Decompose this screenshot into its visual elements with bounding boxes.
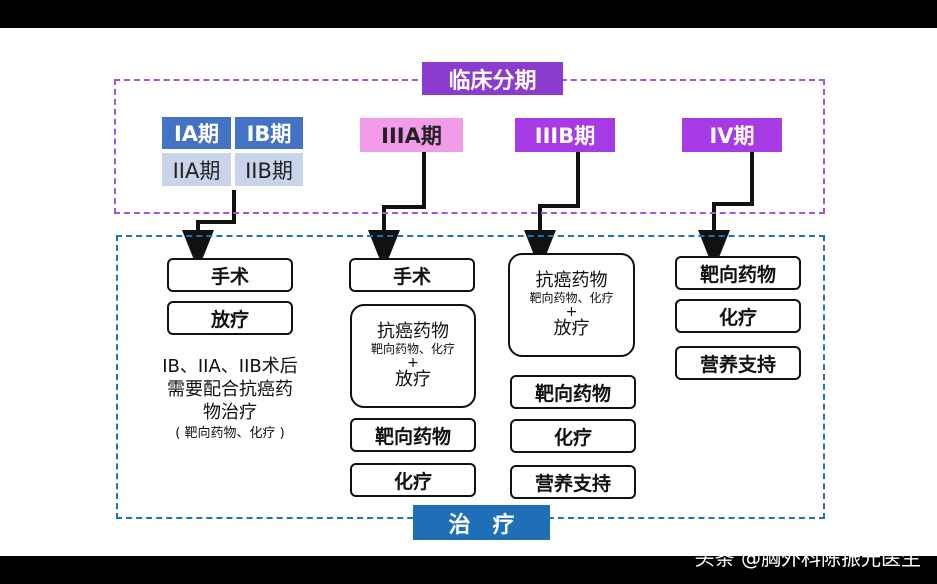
col1-surgery-box: 手术: [167, 258, 293, 292]
col3-chemo-box: 化疗: [510, 419, 636, 453]
col1-note-line-3: 物治疗: [203, 402, 257, 423]
col3-targeted-box: 靶向药物: [510, 375, 636, 409]
col2-targeted-box: 靶向药物: [350, 418, 476, 452]
col2-combo-plus: +: [407, 355, 419, 371]
col3-nutrition-box: 营养支持: [510, 465, 636, 499]
treatment-header: 治 疗: [413, 505, 550, 540]
stage-iib-label: IIB期: [235, 153, 303, 186]
col1-note-line-2: 需要配合抗癌药: [167, 379, 293, 400]
col2-combo-sub: 靶向药物、化疗: [370, 342, 455, 356]
col2-chemo-box: 化疗: [350, 463, 476, 497]
col2-combo-box: 抗癌药物 靶向药物、化疗 + 放疗: [350, 304, 476, 408]
stage-ib-label: IB期: [235, 117, 303, 149]
col4-nutrition-box: 营养支持: [675, 346, 801, 380]
col1-radiotherapy-box: 放疗: [167, 301, 293, 335]
col2-surgery-box: 手术: [349, 258, 475, 292]
stage-iia-label: IIA期: [162, 153, 231, 186]
arrow-iiib-to-combo: [524, 152, 580, 270]
stage-iiia-label: IIIA期: [360, 118, 463, 152]
col3-combo-box: 抗癌药物 靶向药物、化疗 + 放疗: [508, 253, 635, 357]
col2-combo-title: 抗癌药物: [377, 321, 449, 342]
col1-note-sub: ( 靶向药物、化疗 ): [175, 426, 285, 441]
col4-chemo-box: 化疗: [675, 299, 801, 333]
col3-combo-sub: 靶向药物、化疗: [529, 291, 614, 305]
arrow-iv-to-targeted: [698, 152, 754, 270]
col3-combo-tail: 放疗: [553, 318, 590, 339]
col4-targeted-box: 靶向药物: [675, 256, 801, 290]
col1-note-line-1: IB、IIA、IIB术后: [162, 356, 298, 377]
stage-iv-label: IV期: [682, 118, 782, 152]
col2-combo-tail: 放疗: [395, 369, 431, 390]
clinical-staging-header: 临床分期: [422, 62, 563, 95]
arrow-iiia-to-surgery: [368, 152, 426, 270]
col3-combo-title: 抗癌药物: [535, 270, 608, 291]
stage-ia-label: IA期: [162, 117, 231, 149]
stage-iiib-label: IIIB期: [515, 118, 615, 152]
col1-postop-note: IB、IIA、IIB术后 需要配合抗癌药 物治疗 ( 靶向药物、化疗 ): [140, 355, 320, 444]
watermark-text: 头条 @胸外科陈振光医生: [694, 546, 921, 570]
col3-combo-plus: +: [565, 304, 578, 320]
